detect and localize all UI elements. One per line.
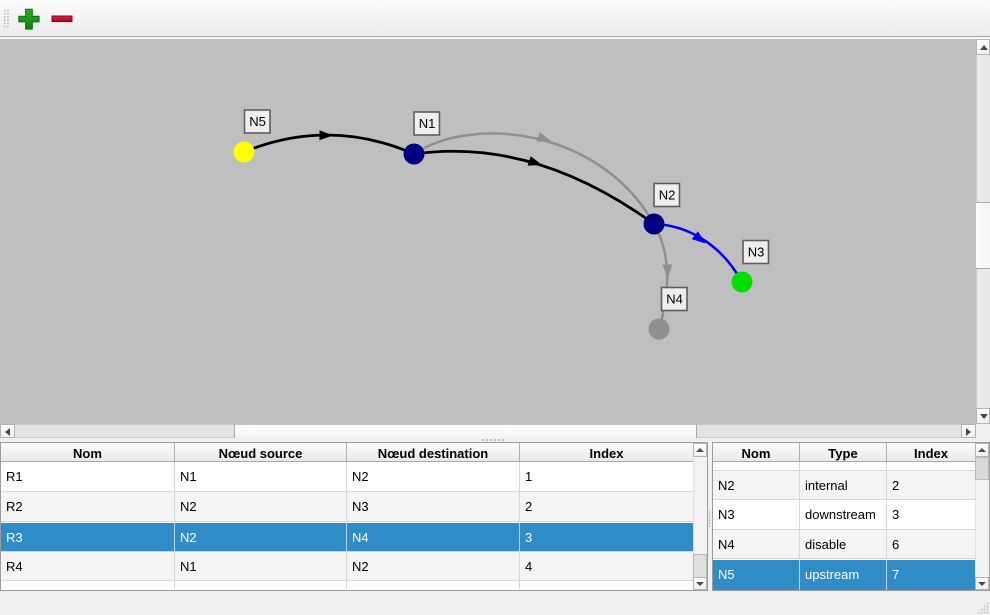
svg-text:N5: N5 [249, 114, 266, 129]
svg-text:N1: N1 [419, 116, 436, 131]
svg-text:N2: N2 [659, 188, 676, 203]
svg-text:N4: N4 [666, 292, 683, 307]
svg-text:N3: N3 [748, 245, 765, 260]
